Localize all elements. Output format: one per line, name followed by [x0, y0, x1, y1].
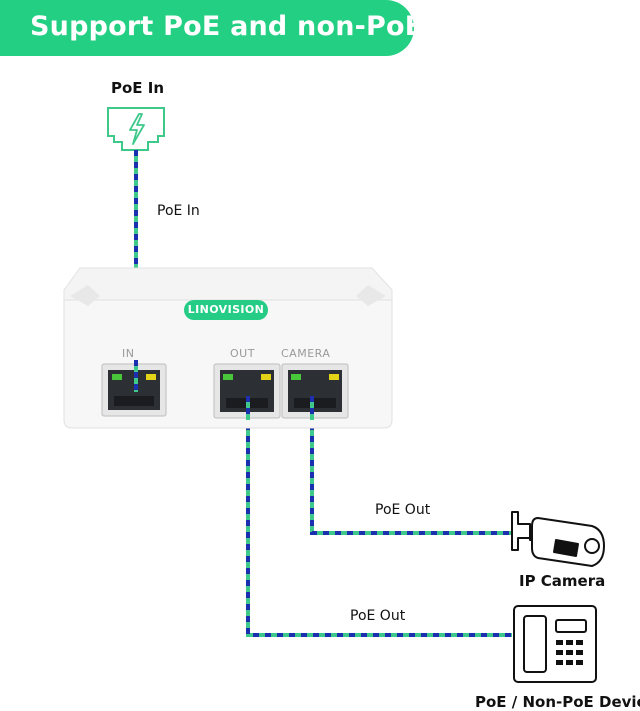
device-label: PoE / Non-PoE Device [475, 693, 640, 711]
cable-poe-out-device [246, 400, 512, 637]
poe-in-cable-label: PoE In [157, 203, 200, 219]
ip-camera-label: IP Camera [519, 572, 606, 590]
poe-in-connector-icon [107, 107, 165, 151]
poe-out-device-label: PoE Out [350, 608, 406, 624]
led-yellow [329, 374, 339, 380]
port-in-label: IN [122, 347, 135, 360]
led-green [291, 374, 301, 380]
ip-camera-icon [511, 511, 605, 567]
page-title: Support PoE and non-PoE [30, 11, 424, 42]
led-yellow [146, 374, 156, 380]
header-banner: Support PoE and non-PoE [0, 0, 423, 56]
port-out-label: OUT [230, 347, 255, 360]
poe-device-icon [513, 605, 597, 683]
cable-poe-out-camera [310, 400, 515, 535]
led-yellow [261, 374, 271, 380]
led-green [223, 374, 233, 380]
port-camera-label: CAMERA [281, 347, 331, 360]
poe-out-camera-label: PoE Out [375, 502, 431, 518]
poe-in-title: PoE In [111, 79, 165, 97]
brand-badge: LINOVISION [184, 300, 268, 320]
led-green [112, 374, 122, 380]
port-camera [281, 363, 349, 419]
